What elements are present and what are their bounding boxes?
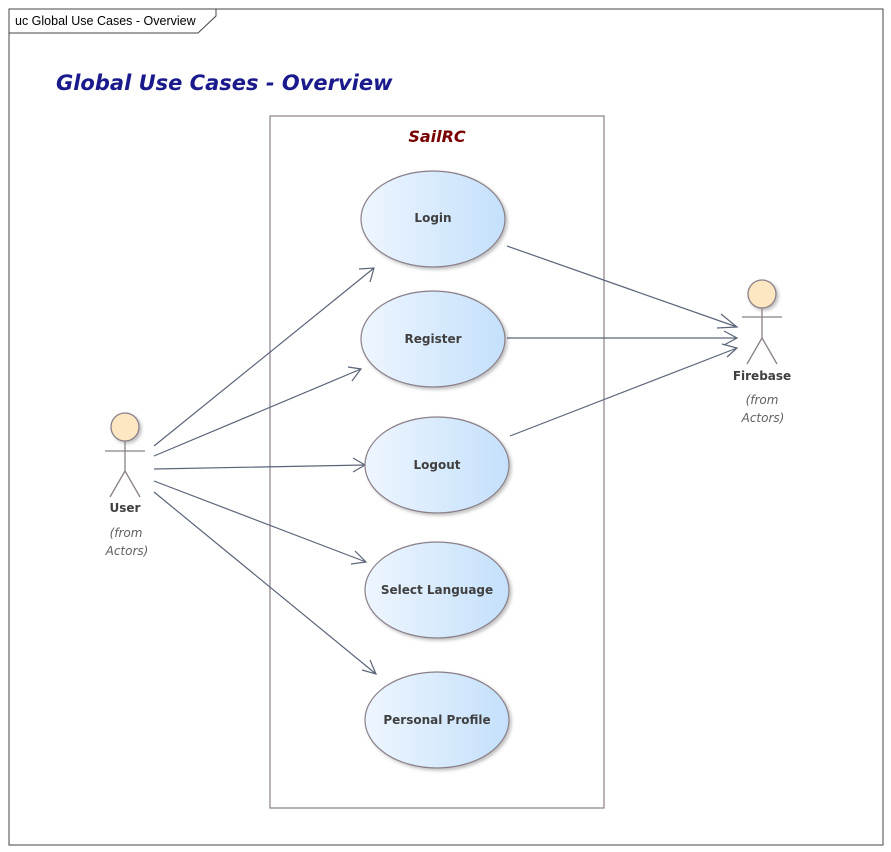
association-lines [153, 245, 739, 675]
assoc-login-firebase [506, 245, 738, 328]
actor-name: User [110, 501, 141, 515]
actor-note-line2: Actors) [741, 411, 785, 425]
assoc-user-logout [153, 464, 366, 470]
assoc-user-register [153, 368, 362, 457]
use-case-personal-profile[interactable]: Personal Profile [364, 671, 510, 769]
arrowhead-personal-profile [361, 659, 378, 675]
actor-note-line1: (from [746, 393, 779, 407]
assoc-user-select-language [153, 480, 367, 563]
arrowhead-select-language [350, 550, 368, 565]
actor-name: Firebase [733, 369, 791, 383]
use-case-ellipse [364, 416, 510, 514]
arrowhead-firebase-3 [721, 343, 739, 358]
use-case-ellipse [360, 290, 506, 388]
assoc-logout-firebase [509, 347, 738, 437]
use-case-ellipse [364, 671, 510, 769]
use-case-logout[interactable]: Logout [364, 416, 510, 514]
assoc-user-login [153, 267, 375, 447]
actor-user[interactable]: User (from Actors) [105, 412, 149, 558]
arrowhead-firebase-2 [723, 330, 739, 346]
use-case-ellipse [360, 170, 506, 268]
arrowhead-firebase-1 [716, 313, 739, 329]
arrowhead-login [358, 267, 375, 283]
stick-figure-icon [105, 412, 145, 498]
use-case-register[interactable]: Register [360, 290, 506, 388]
assoc-user-personal-profile [153, 491, 377, 675]
use-case-label: Personal Profile [383, 713, 490, 727]
system-name: SailRC [408, 127, 466, 146]
use-case-login[interactable]: Login [360, 170, 506, 268]
use-case-label: Login [414, 211, 451, 225]
use-case-label: Select Language [381, 583, 493, 597]
frame-tab [8, 8, 217, 34]
use-case-select-language[interactable]: Select Language [364, 541, 510, 639]
use-case-label: Logout [413, 458, 460, 472]
use-case-ellipse [364, 541, 510, 639]
stick-figure-icon [742, 279, 782, 365]
diagram-title: Global Use Cases - Overview [56, 71, 393, 95]
actor-note-line2: Actors) [105, 544, 149, 558]
frame-tab-label: uc Global Use Cases - Overview [15, 14, 197, 28]
use-case-label: Register [404, 332, 461, 346]
actor-note-line1: (from [110, 526, 143, 540]
arrowhead-register [347, 366, 363, 382]
actor-firebase[interactable]: Firebase (from Actors) [733, 279, 791, 425]
